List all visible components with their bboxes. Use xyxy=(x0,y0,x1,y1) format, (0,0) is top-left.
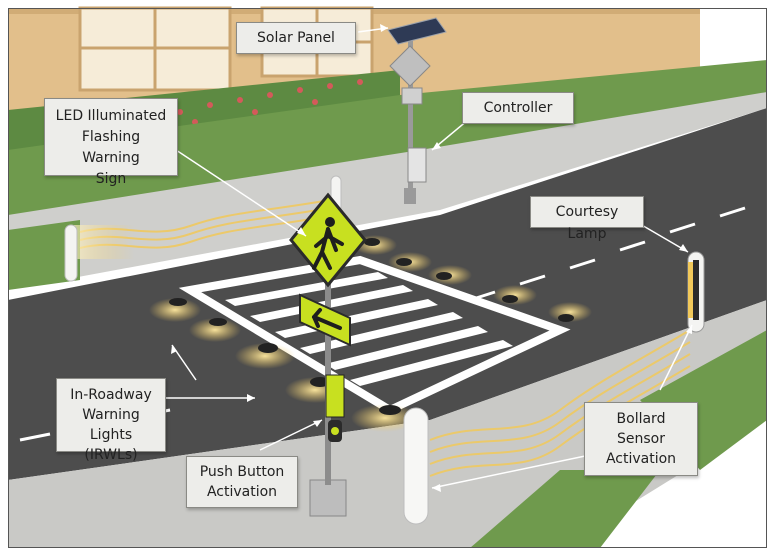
bollard-near xyxy=(403,407,429,525)
pedestrian-warning-sign xyxy=(289,192,367,288)
bollard-left xyxy=(64,224,78,282)
near-lawn-bottom xyxy=(470,470,660,548)
label-controller: Controller xyxy=(462,92,574,124)
label-push-button: Push Button Activation xyxy=(186,456,298,508)
crosswalk-border xyxy=(178,255,571,415)
leader-arrowheads xyxy=(171,24,692,492)
label-bollard-sensor: Bollard Sensor Activation xyxy=(584,402,698,476)
label-led-sign: LED Illuminated Flashing Warning Sign xyxy=(44,98,178,187)
push-button-sign xyxy=(325,374,345,418)
label-irwl: In-Roadway Warning Lights (IRWLs) xyxy=(56,378,166,463)
label-solar-panel: Solar Panel xyxy=(236,22,356,54)
solar-panel xyxy=(387,17,447,45)
in-roadway-lights xyxy=(149,235,592,432)
controller-box xyxy=(407,147,427,183)
bollard-courtesy-lamp xyxy=(687,251,705,333)
far-sidewalk xyxy=(8,92,767,290)
controller-pole xyxy=(387,17,447,204)
label-courtesy-lamp: Courtesy Lamp xyxy=(530,196,644,242)
side-lawn-left xyxy=(8,220,80,290)
pole-sign xyxy=(389,45,431,87)
warning-sign-pole xyxy=(289,192,367,517)
